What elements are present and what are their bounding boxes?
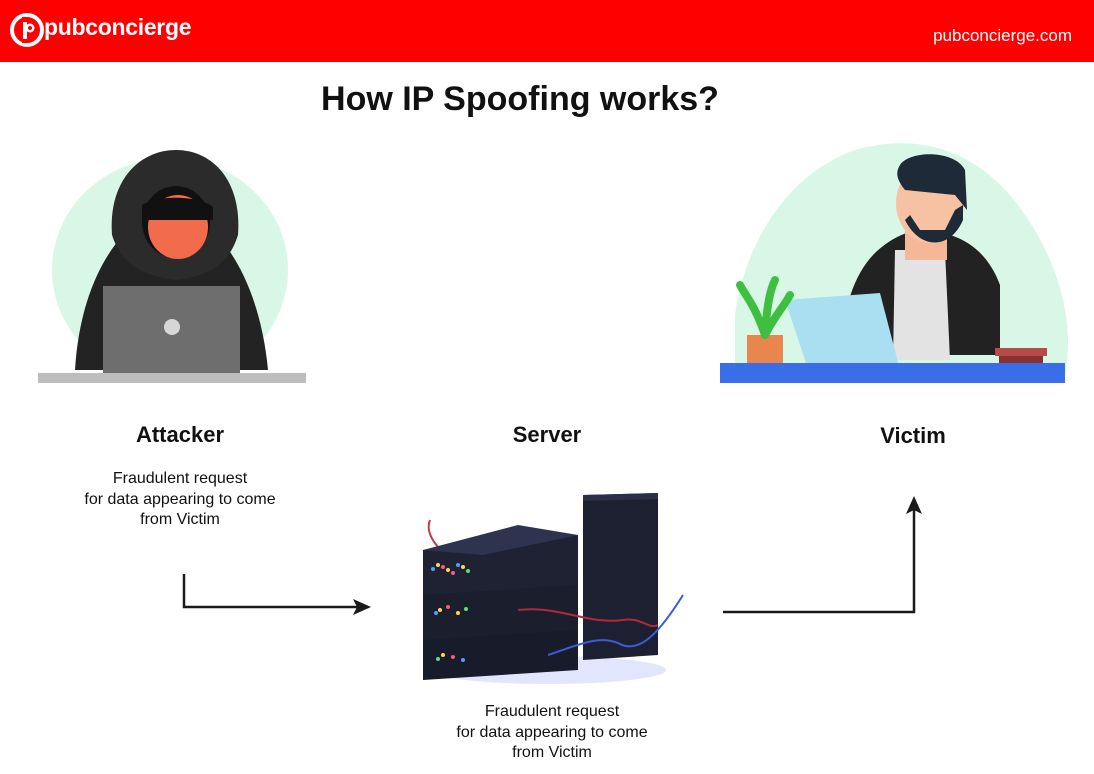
rack-unit-2 [423,585,578,645]
attacker-description: Fraudulent request for data appearing to… [84,470,276,528]
brand-name: pubconcierge [44,14,192,40]
website-link[interactable]: pubconcierge.com [933,26,1072,45]
server-rack-illustration [423,493,684,684]
brand-header: pubconcierge pubconcierge.com [0,0,1094,62]
server-label: Server [512,422,582,447]
hacker-illustration [38,150,306,383]
attacker-to-server-arrow [182,574,371,615]
pubconcierge-logo-icon [10,13,44,47]
server-to-victim-arrow [723,496,922,614]
attacker-label: Attacker [135,422,225,447]
rack-unit-1 [423,525,578,600]
victim-label: Victim [880,423,946,448]
diagram-title: How IP Spoofing works? [321,80,719,118]
office-worker-illustration [720,143,1069,383]
server-description: Fraudulent request for data appearing to… [456,703,648,761]
rack-unit-3 [423,630,578,680]
